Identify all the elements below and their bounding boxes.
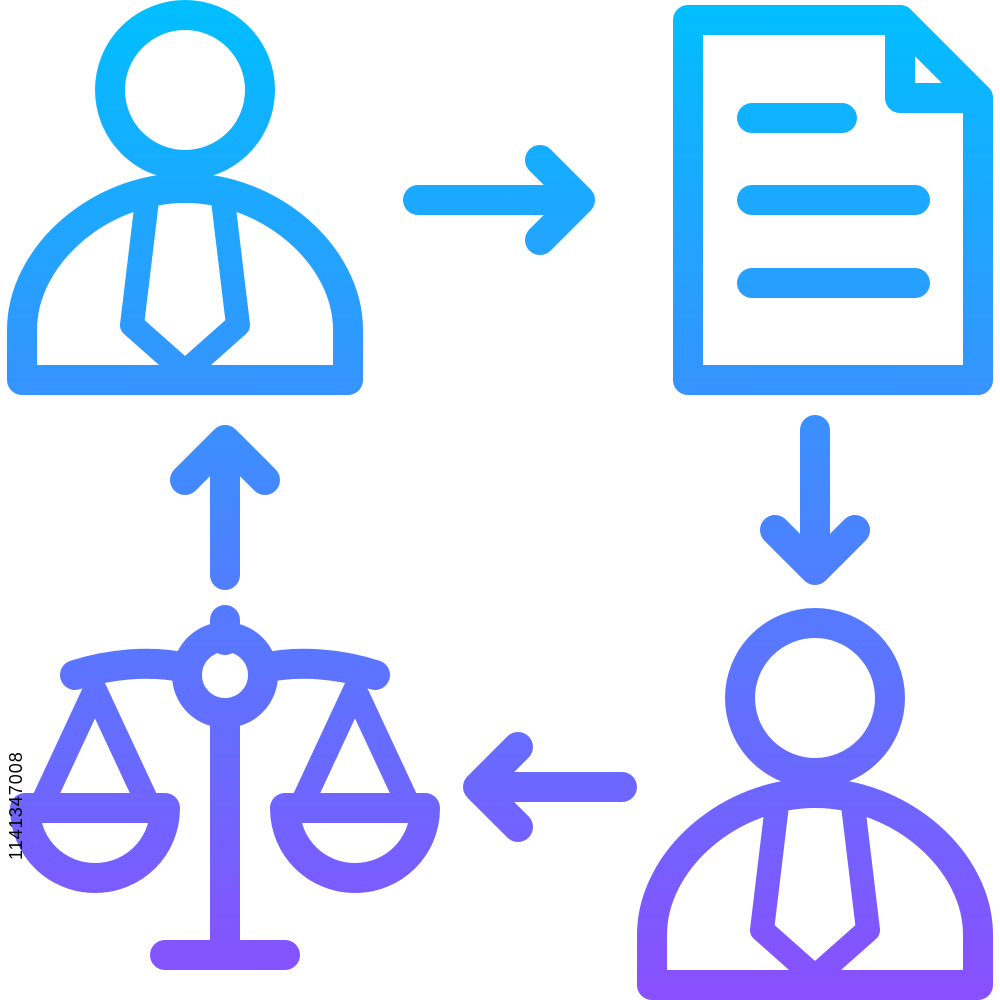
arrow-right-icon xyxy=(403,145,595,255)
scales-of-justice-icon xyxy=(10,605,440,970)
document-icon xyxy=(673,5,993,395)
arrow-up-icon xyxy=(170,425,280,590)
businessman-icon xyxy=(637,608,993,1000)
businessman-icon xyxy=(7,0,363,395)
arrow-down-icon xyxy=(760,415,870,585)
stock-id-label: 1141347008 xyxy=(6,751,26,860)
arrow-left-icon xyxy=(463,732,637,842)
